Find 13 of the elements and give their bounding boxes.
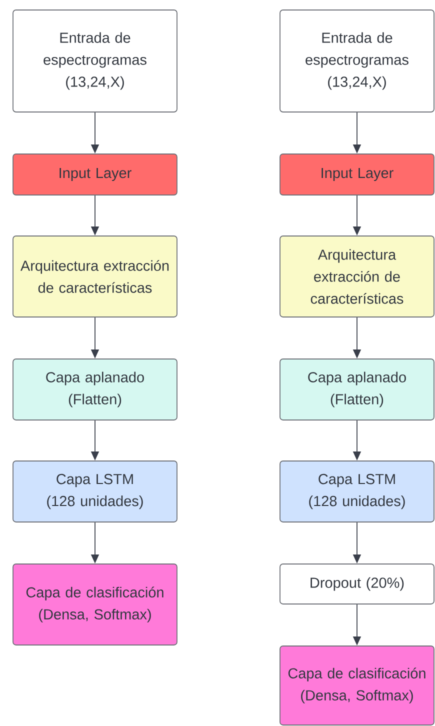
output-box: Capa de clasificación (Densa, Softmax) xyxy=(280,646,434,726)
layer-box: Dropout (20%) xyxy=(280,564,434,604)
layer-box: Capa LSTM (128 unidades) xyxy=(280,460,434,522)
layer-box: Arquitectura extracción de características xyxy=(280,236,434,318)
layer-box: Capa aplanado (Flatten) xyxy=(12,358,178,420)
layer-box: Capa aplanado (Flatten) xyxy=(280,358,434,420)
output-box: Capa de clasificación (Densa, Softmax) xyxy=(12,564,178,646)
layer-box: Input Layer xyxy=(280,154,434,196)
layer-box: Input Layer xyxy=(12,154,178,196)
layer-box: Capa LSTM (128 unidades) xyxy=(12,460,178,522)
layer-box: Arquitectura extracción de características xyxy=(12,236,178,318)
input-box: Entrada de espectrogramas (13,24,X) xyxy=(280,10,434,112)
input-box: Entrada de espectrogramas (13,24,X) xyxy=(12,10,178,112)
